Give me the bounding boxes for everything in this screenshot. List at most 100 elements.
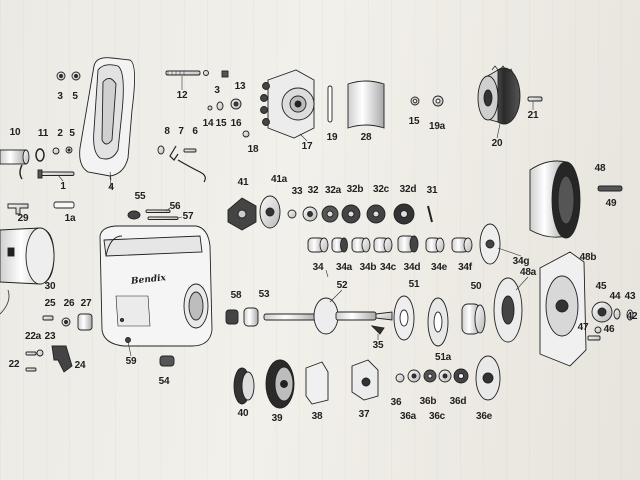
part-label-51a: 51a bbox=[434, 352, 452, 363]
part-label-15: 15 bbox=[215, 118, 227, 129]
part-48b-plate bbox=[539, 251, 587, 367]
part-32d bbox=[393, 203, 415, 225]
part-37 bbox=[351, 359, 379, 401]
part-27 bbox=[77, 313, 93, 331]
part-36e bbox=[475, 355, 501, 401]
part-18 bbox=[242, 130, 250, 138]
part-21-pin bbox=[527, 96, 543, 102]
part-label-34c: 34c bbox=[379, 262, 397, 273]
part-44 bbox=[613, 308, 621, 320]
part-39 bbox=[265, 359, 295, 409]
part-label-3: 3 bbox=[214, 85, 220, 96]
part-label-31: 31 bbox=[426, 185, 438, 196]
part-25 bbox=[42, 315, 54, 321]
part-label-1a: 1a bbox=[64, 213, 76, 224]
part-label-52: 52 bbox=[336, 280, 348, 291]
part-label-42: 42 bbox=[626, 311, 638, 322]
part-label-34e: 34e bbox=[430, 262, 448, 273]
part-label-49: 49 bbox=[605, 198, 617, 209]
part-43 bbox=[626, 309, 634, 321]
part-16 bbox=[230, 98, 242, 110]
part-34a bbox=[331, 237, 348, 253]
part-label-21: 21 bbox=[527, 110, 539, 121]
part-15-washer bbox=[410, 96, 420, 106]
part-53 bbox=[243, 307, 259, 327]
part-5-nut bbox=[71, 71, 81, 81]
part-26 bbox=[61, 317, 71, 327]
part-13-nut bbox=[221, 70, 229, 78]
part-45 bbox=[591, 301, 613, 323]
part-label-36c: 36c bbox=[428, 411, 446, 422]
part-38 bbox=[305, 361, 329, 405]
part-46 bbox=[594, 326, 602, 334]
part-15 bbox=[216, 101, 224, 111]
part-label-14: 14 bbox=[202, 118, 214, 129]
part-label-34a: 34a bbox=[335, 262, 353, 273]
part-31-pin bbox=[427, 205, 433, 223]
part-32c bbox=[366, 204, 386, 224]
part-23 bbox=[36, 349, 44, 357]
part-label-32c: 32c bbox=[372, 184, 390, 195]
part-34d bbox=[397, 235, 419, 253]
part-label-19: 19 bbox=[326, 132, 338, 143]
part-label-33: 33 bbox=[291, 186, 303, 197]
part-label-11: 11 bbox=[37, 128, 49, 139]
part-20-gear bbox=[477, 65, 521, 125]
part-label-59: 59 bbox=[125, 356, 137, 367]
part-35 bbox=[370, 325, 385, 335]
part-label-53: 53 bbox=[258, 289, 270, 300]
part-label-34d: 34d bbox=[403, 262, 421, 273]
part-48a bbox=[493, 277, 523, 343]
part-4-cover bbox=[79, 57, 135, 177]
part-label-22: 22 bbox=[8, 359, 20, 370]
part-34c bbox=[373, 237, 393, 253]
part-32b bbox=[341, 204, 361, 224]
part-label-29: 29 bbox=[17, 213, 29, 224]
part-label-25: 25 bbox=[44, 298, 56, 309]
part-52-shaft bbox=[263, 297, 393, 335]
part-22 bbox=[25, 367, 37, 372]
part-22a bbox=[25, 351, 37, 356]
part-6-screw bbox=[183, 148, 197, 153]
part-label-34b: 34b bbox=[359, 262, 377, 273]
part-label-32b: 32b bbox=[346, 184, 364, 195]
part-label-36b: 36b bbox=[419, 396, 437, 407]
part-label-32d: 32d bbox=[399, 184, 417, 195]
part-label-24: 24 bbox=[74, 360, 86, 371]
part-10-tube bbox=[0, 149, 30, 180]
part-label-32a: 32a bbox=[324, 185, 342, 196]
part-label-50: 50 bbox=[470, 281, 482, 292]
part-label-46: 46 bbox=[603, 324, 615, 335]
part-label-47: 47 bbox=[577, 322, 589, 333]
part-48-cup bbox=[529, 160, 581, 239]
part-label-26: 26 bbox=[63, 298, 75, 309]
part-50 bbox=[461, 303, 486, 335]
part-1-bolt bbox=[37, 169, 75, 179]
part-label-27: 27 bbox=[80, 298, 92, 309]
part-label-23: 23 bbox=[44, 331, 56, 342]
part-label-6: 6 bbox=[192, 126, 198, 137]
part-label-20: 20 bbox=[491, 138, 503, 149]
part-5 bbox=[65, 146, 73, 154]
part-label-8: 8 bbox=[164, 126, 170, 137]
part-label-17: 17 bbox=[301, 141, 313, 152]
part-17-plate bbox=[260, 69, 315, 139]
part-30-drum bbox=[0, 227, 55, 315]
part-label-3: 3 bbox=[57, 91, 63, 102]
part-40 bbox=[233, 367, 255, 405]
part-label-5: 5 bbox=[72, 91, 78, 102]
part-54-cap bbox=[159, 355, 175, 367]
part-34 bbox=[307, 237, 329, 253]
part-label-5: 5 bbox=[69, 128, 75, 139]
part-label-34f: 34f bbox=[458, 262, 472, 273]
part-label-58: 58 bbox=[230, 290, 242, 301]
part-19 bbox=[327, 85, 333, 123]
part-label-39: 39 bbox=[271, 413, 283, 424]
part-label-48: 48 bbox=[594, 163, 606, 174]
part-49-pin bbox=[597, 185, 623, 192]
part-47 bbox=[587, 335, 601, 341]
part-51a bbox=[427, 297, 449, 347]
part-36d bbox=[453, 368, 469, 384]
part-label-1: 1 bbox=[60, 181, 66, 192]
